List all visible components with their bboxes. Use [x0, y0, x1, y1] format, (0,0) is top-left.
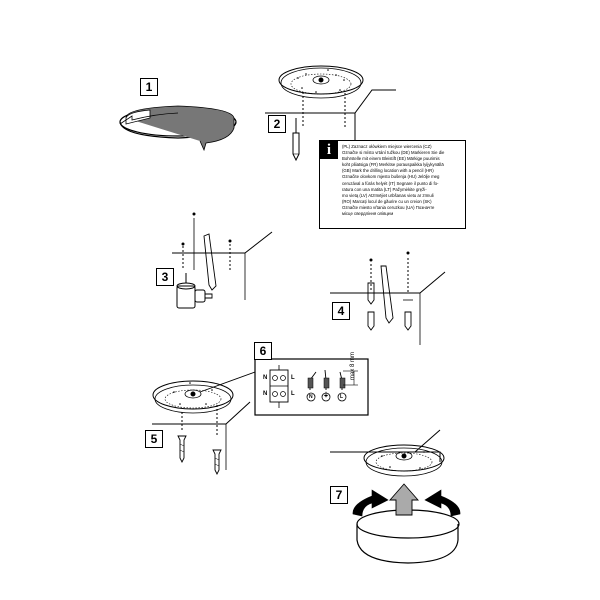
info-multilingual-text: (PL) Zaznacz ołówkiem miejsce wiercenia …: [342, 144, 445, 217]
step-number-4: 4: [332, 302, 350, 320]
pencil-marking-info-box: i (PL) Zaznacz ołówkiem miejsce wierceni…: [319, 140, 466, 229]
step7-lamp-illustration: [330, 429, 461, 564]
step2-ceiling-illustration: [265, 65, 396, 162]
step4-dowels-illustration: [330, 251, 446, 345]
step3-drilling-illustration: [172, 212, 273, 309]
terminal-label-n-top: N: [263, 375, 268, 381]
step-number-5: 5: [145, 430, 163, 448]
step-number-1: 1: [140, 78, 158, 96]
step5-mounting-illustration: [152, 371, 256, 476]
step6-wiring-detail: [254, 358, 369, 416]
max-strip-length-label: max 8 mm: [350, 351, 356, 380]
step1-lamp-illustration: [119, 105, 237, 152]
step-number-6: 6: [254, 342, 272, 360]
wire-symbol-neutral: N: [309, 394, 313, 400]
step-number-2: 2: [268, 115, 286, 133]
terminal-label-n-bottom: N: [263, 391, 268, 397]
wire-symbol-ground-icon: ⏚: [323, 393, 330, 399]
info-icon: i: [320, 141, 338, 159]
step-number-3: 3: [156, 268, 174, 286]
wire-symbol-live: L: [340, 394, 344, 400]
terminal-label-l-top: L: [291, 375, 295, 381]
terminal-label-l-bottom: L: [291, 391, 295, 397]
step-number-7: 7: [330, 486, 348, 504]
